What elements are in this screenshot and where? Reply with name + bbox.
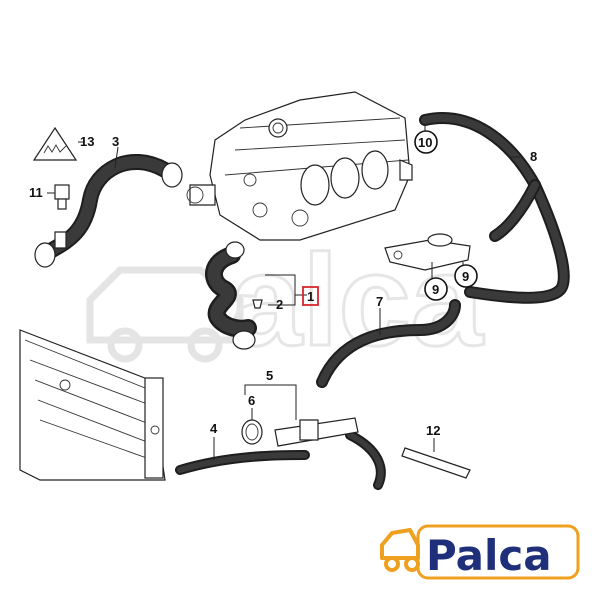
- label-part-6: 6: [248, 393, 255, 408]
- label-part-13: 13: [80, 134, 94, 149]
- palca-logo: Palca: [380, 524, 580, 580]
- label-part-1: 1: [307, 289, 314, 304]
- radiator: [19, 329, 166, 481]
- cable-tie-12: [401, 447, 471, 479]
- callout-circle-10: [414, 130, 438, 154]
- coolant-hose-1: [205, 241, 257, 350]
- label-part-9a: 9: [432, 282, 439, 297]
- label-part-9b: 9: [462, 269, 469, 284]
- clip-2: [252, 299, 263, 309]
- label-part-7: 7: [376, 294, 383, 309]
- engine-cylinder-head: [186, 91, 413, 241]
- coolant-hose-8: [419, 112, 570, 304]
- bracket: [384, 233, 471, 271]
- label-part-10: 10: [418, 135, 432, 150]
- o-ring-6: [241, 419, 263, 445]
- label-part-12: 12: [426, 423, 440, 438]
- hot-coolant-warning-icon: [32, 126, 78, 161]
- coolant-pipe-5: [274, 417, 359, 447]
- leader-lines: [47, 125, 520, 460]
- label-part-11: 11: [29, 185, 43, 200]
- label-part-2: 2: [276, 297, 283, 312]
- coolant-hose-4: [175, 430, 386, 490]
- highlight-part-1: [302, 286, 319, 306]
- coolant-hose-3: [34, 153, 183, 268]
- temperature-sensor-11: [54, 184, 70, 210]
- label-part-3: 3: [112, 134, 119, 149]
- car-outline-icon: [380, 528, 420, 560]
- logo-text: Palca: [426, 531, 552, 580]
- label-part-5: 5: [266, 368, 273, 383]
- coolant-hose-7: [316, 299, 461, 388]
- callout-circle-9b: [454, 264, 478, 288]
- label-part-4: 4: [210, 421, 218, 436]
- callout-circle-9a: [424, 277, 448, 301]
- label-part-8: 8: [530, 149, 537, 164]
